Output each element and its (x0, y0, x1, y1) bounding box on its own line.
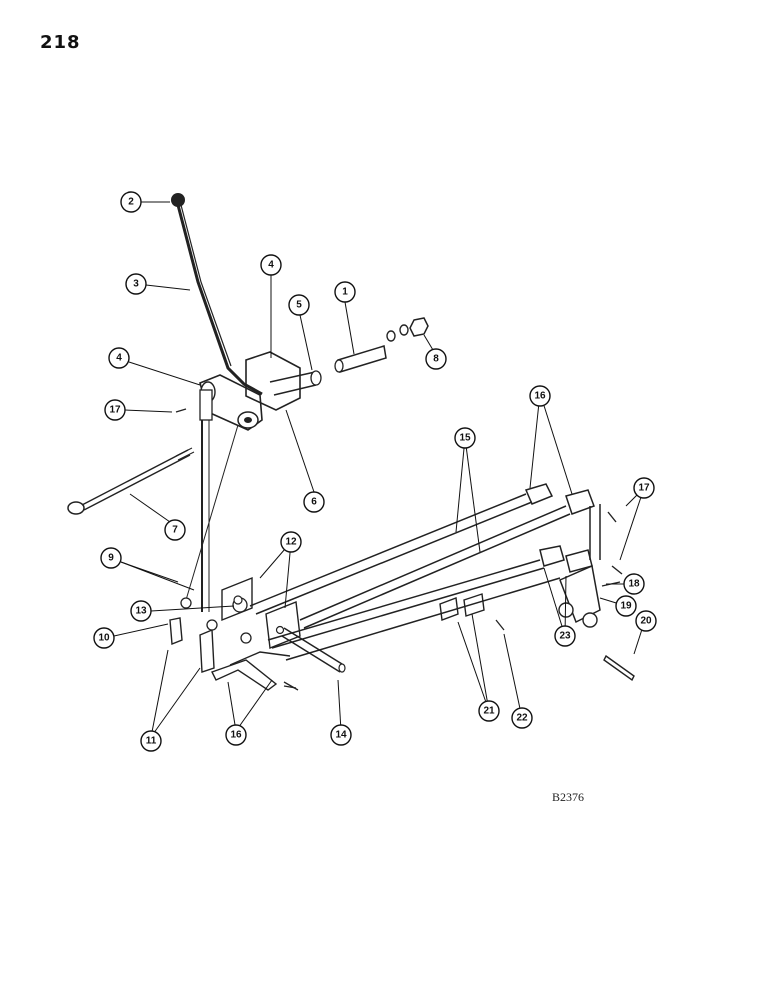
callout-label: 16 (230, 730, 242, 741)
callout-13: 13 (130, 600, 152, 622)
callout-label: 6 (311, 497, 317, 508)
callout-label: 8 (433, 354, 439, 365)
callout-15: 15 (454, 427, 476, 449)
callout-label: 21 (483, 706, 495, 717)
callout-label: 20 (640, 616, 652, 627)
callout-label: 3 (133, 279, 139, 290)
cross-rod (281, 627, 346, 673)
callout-label: 9 (108, 553, 114, 564)
callout-4-upper: 4 (260, 254, 282, 276)
callout-label: 4 (116, 353, 122, 364)
callout-label: 17 (109, 405, 121, 416)
vertical-rod (185, 420, 239, 612)
callout-23: 23 (554, 625, 576, 647)
callout-label: 4 (268, 260, 274, 271)
callout-20: 20 (635, 610, 657, 632)
callout-label: 17 (638, 483, 650, 494)
callout-3: 3 (125, 273, 147, 295)
callout-1: 1 (334, 281, 356, 303)
callout-label: 1 (342, 287, 348, 298)
callout-label: 16 (534, 391, 546, 402)
callout-11: 11 (140, 730, 162, 752)
callout-label: 19 (620, 601, 632, 612)
callout-4-left: 4 (108, 347, 130, 369)
callout-label: 5 (296, 300, 302, 311)
callouts: 1 2 3 4 4 5 6 7 8 9 10 11 12 13 14 15 16… (93, 191, 657, 752)
callout-17-left: 17 (104, 399, 126, 421)
figure-code: B2376 (552, 790, 585, 804)
callout-label: 14 (335, 730, 347, 741)
callout-label: 13 (135, 606, 147, 617)
callout-9: 9 (100, 547, 122, 569)
page-number: 218 (40, 32, 81, 53)
callout-16-upper: 16 (529, 385, 551, 407)
leader-lines (113, 201, 646, 738)
callout-label: 7 (172, 525, 178, 536)
callout-label: 15 (459, 433, 471, 444)
shift-lever (171, 193, 263, 396)
callout-label: 23 (559, 631, 571, 642)
callout-7: 7 (164, 519, 186, 541)
callout-12: 12 (280, 531, 302, 553)
callout-19: 19 (615, 595, 637, 617)
small-parts (175, 408, 635, 691)
mounting-brackets (221, 576, 301, 649)
shift-rails (249, 493, 571, 661)
lever-bracket (199, 351, 322, 431)
callout-8: 8 (425, 348, 447, 370)
callout-22: 22 (511, 707, 533, 729)
callout-label: 12 (285, 537, 297, 548)
callout-16-lower: 16 (225, 724, 247, 746)
callout-5: 5 (288, 294, 310, 316)
callout-14: 14 (330, 724, 352, 746)
parts-artwork (67, 193, 635, 691)
callout-label: 11 (146, 736, 157, 747)
pivot-shaft-and-nut (334, 317, 429, 373)
callout-18: 18 (623, 573, 645, 595)
long-bolt (67, 447, 195, 515)
callout-label: 10 (98, 633, 110, 644)
callout-label: 22 (516, 713, 528, 724)
callout-21: 21 (478, 700, 500, 722)
shift-forks (524, 483, 621, 628)
callout-6: 6 (303, 491, 325, 513)
callout-17-right: 17 (633, 477, 655, 499)
callout-label: 18 (628, 579, 640, 590)
lower-linkage (169, 597, 297, 691)
callout-10: 10 (93, 627, 115, 649)
callout-label: 2 (128, 197, 134, 208)
callout-2: 2 (120, 191, 142, 213)
